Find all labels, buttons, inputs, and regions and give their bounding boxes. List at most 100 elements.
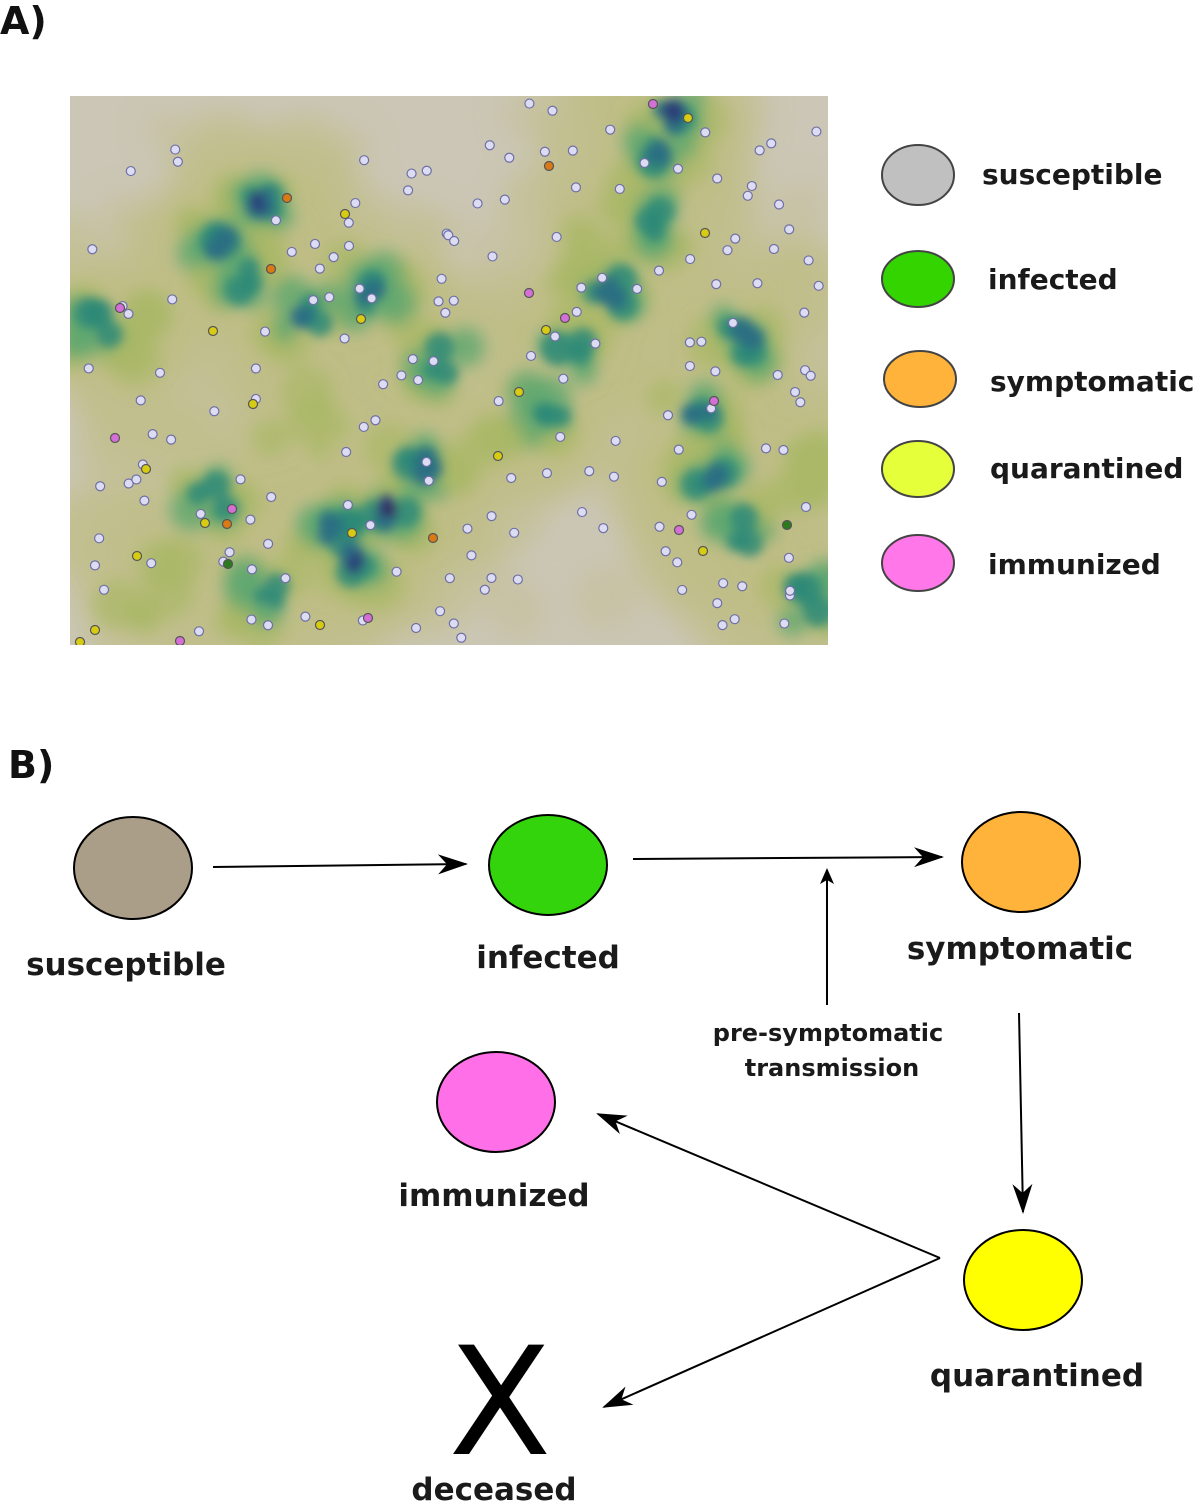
density-blob [664,582,697,615]
density-blob [680,403,703,426]
agent-susceptible [571,306,582,317]
agent-susceptible [539,146,551,157]
density-blob [570,358,597,386]
density-blob [729,503,758,532]
agent-susceptible [87,244,98,255]
agent-susceptible [654,521,665,532]
agent-immunized [523,287,535,299]
deceased-x-symbol: X [449,1316,552,1490]
agent-susceptible [262,620,274,631]
density-blob [422,361,441,380]
density-blob [0,240,67,308]
agent-susceptible [525,350,537,362]
agent-susceptible [576,506,588,518]
density-blob [569,343,592,366]
density-blob [96,321,123,349]
agent-susceptible [448,618,459,629]
density-blob [777,605,809,637]
density-blob [636,312,690,367]
agent-susceptible [684,337,695,348]
agent-susceptible [309,238,321,250]
agent-susceptible [504,152,515,163]
agent-susceptible [246,564,258,575]
agent-symptomatic [281,192,293,204]
agent-quarantined [682,112,694,124]
agent-susceptible [365,520,376,531]
agent-symptomatic [221,518,233,530]
agent-susceptible [343,240,355,252]
agent-susceptible [83,363,94,374]
agent-susceptible [167,294,178,305]
density-blob [467,220,537,291]
density-blob [782,437,818,473]
agent-susceptible [484,140,495,151]
density-blob [794,471,828,513]
annotation-line-1: pre-symptomatic [713,1019,943,1047]
agent-susceptible [778,444,789,456]
arrow-infected-to-symptomatic [632,847,944,868]
agent-susceptible [493,395,504,407]
agent-susceptible [391,566,402,577]
arrow-symptomatic-to-quarantined [1012,1012,1033,1214]
density-blob [212,226,238,252]
agent-susceptible [686,509,697,520]
agent-susceptible [354,283,365,294]
agent-susceptible [235,474,246,485]
agent-susceptible [549,331,561,342]
agent-susceptible [677,584,688,596]
legend-swatch-quarantined [881,440,955,498]
agent-quarantined [131,550,143,562]
density-blob [603,286,628,310]
agent-susceptible [94,533,105,544]
agent-susceptible [300,611,311,622]
agent-immunized [109,432,121,444]
agent-susceptible [370,415,381,426]
agent-susceptible [135,395,146,406]
agent-susceptible [435,606,446,617]
agent-susceptible [147,429,158,440]
agent-susceptible [558,373,569,384]
agent-immunized [114,302,126,314]
agent-quarantined [199,517,211,529]
density-blob [115,202,181,268]
simulation-map [0,96,828,645]
agent-susceptible [685,253,696,265]
agent-susceptible [270,215,282,226]
agent-quarantined [697,545,709,557]
arrow-quarantined-to-immunized [596,1113,941,1259]
density-blob [383,503,397,517]
legend-label-immunized: immunized [988,548,1161,581]
annotation-line-2: transmission [745,1054,919,1082]
agent-susceptible [350,197,361,209]
agent-susceptible [286,246,297,258]
agent-quarantined [339,208,351,220]
agent-susceptible [456,632,467,643]
agent-susceptible [614,183,625,195]
density-blob [741,326,765,351]
agent-susceptible [608,471,620,482]
agent-susceptible [131,474,142,485]
agent-susceptible [339,333,350,344]
agent-susceptible [250,363,262,374]
arrow-quarantined-to-deceased [602,1257,941,1408]
legend-label-symptomatic: symptomatic [990,365,1194,398]
agent-susceptible [366,293,377,304]
agent-susceptible [436,273,447,284]
agent-susceptible [433,296,444,307]
panel-b-label: B) [8,743,54,787]
agent-susceptible [512,574,523,585]
density-blob [726,530,748,552]
density-blob [550,406,571,427]
agent-susceptible [407,354,418,365]
agent-immunized [647,98,659,110]
agent-susceptible [760,443,772,454]
agent-susceptible [673,444,684,455]
agent-susceptible [730,233,741,244]
agent-susceptible [567,145,578,156]
agent-susceptible [170,144,181,155]
agent-immunized [174,635,186,645]
agent-susceptible [631,283,643,294]
agent-susceptible [718,578,729,589]
agent-susceptible [280,573,291,584]
agent-susceptible [509,527,520,538]
